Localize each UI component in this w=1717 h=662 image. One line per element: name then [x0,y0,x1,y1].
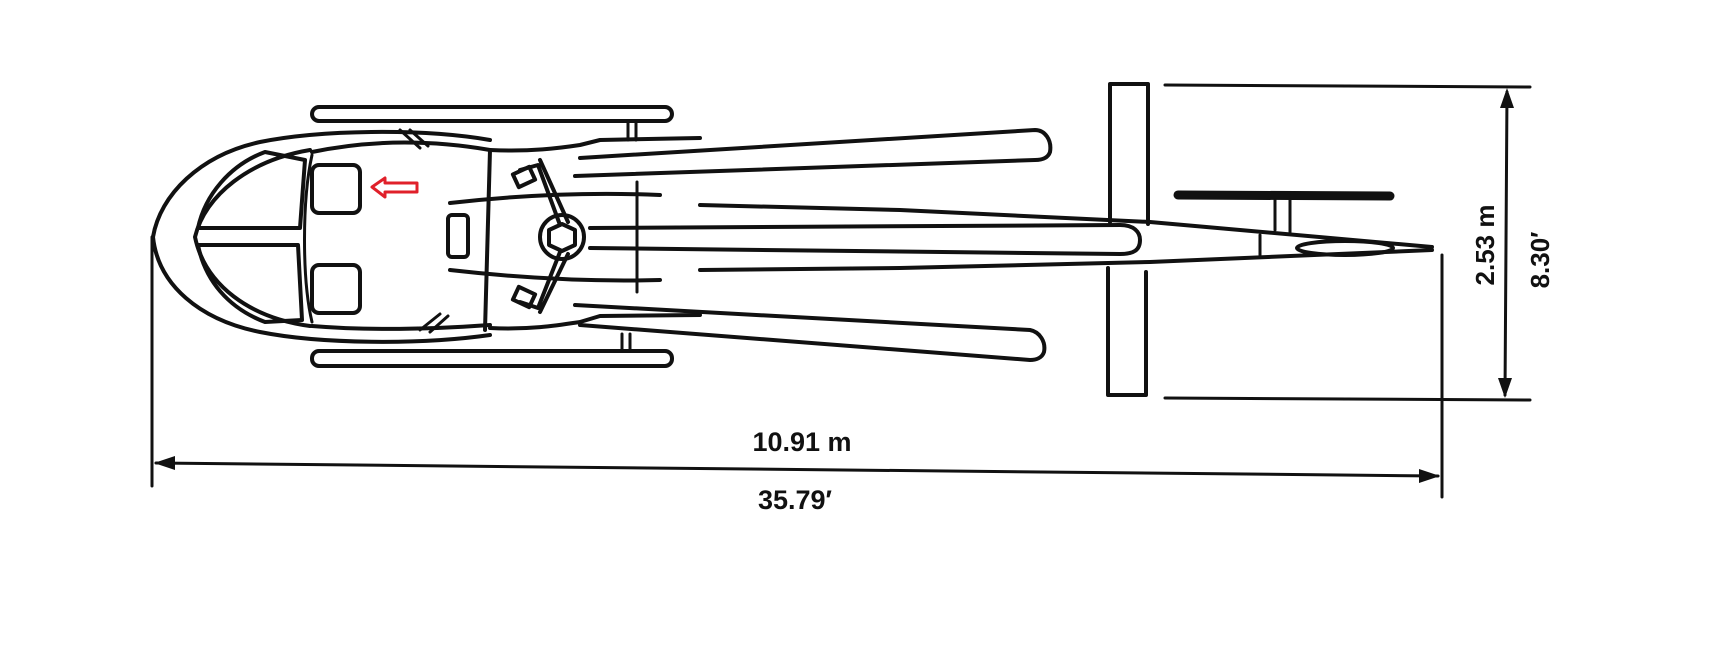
upper-skid [310,105,674,142]
length-imperial-label: 35.79′ [758,485,832,515]
arrowhead-left-icon [154,456,175,470]
width-dimension [1163,83,1532,402]
tail-rotor [1173,190,1395,234]
width-metric-label: 2.53 m [1470,205,1500,286]
lower-skid [310,332,674,368]
horizontal-stabilizer [1106,82,1150,397]
red-arrow-annotation [370,176,419,199]
arrowhead-right-icon [1419,469,1440,483]
tail-boom [698,203,1434,272]
arrowhead-up-icon [1500,88,1514,108]
fuselage [151,128,702,344]
length-metric-label: 10.91 m [752,427,851,457]
width-imperial-label: 8.30′ [1525,232,1555,289]
arrowhead-down-icon [1498,378,1512,398]
main-rotor [510,128,1142,362]
length-dimension [150,235,1444,499]
